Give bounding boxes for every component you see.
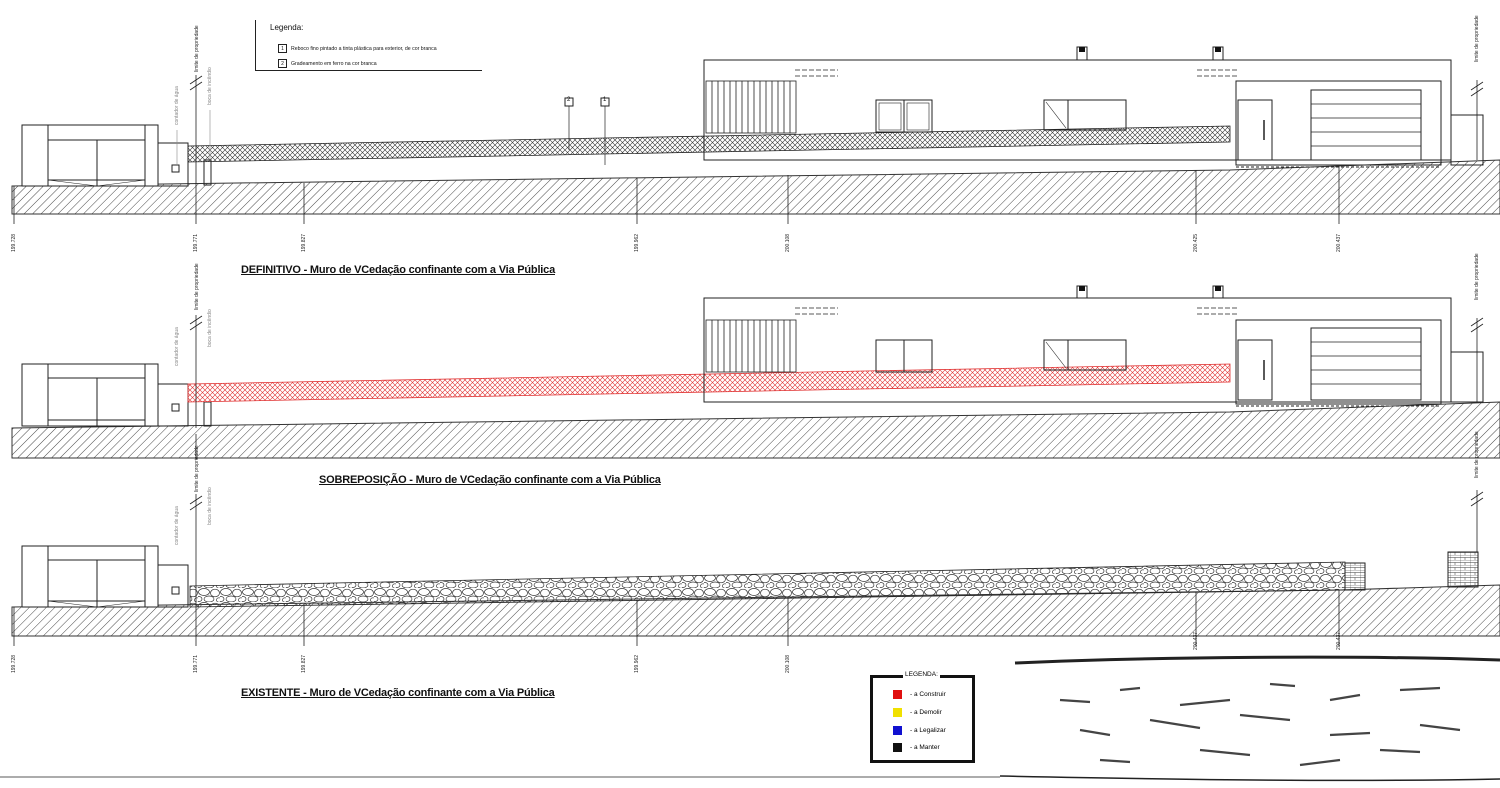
legend-row-2: 2 Gradeamento em ferro na cor branca — [278, 59, 377, 68]
level-top-4: 200.108 — [785, 233, 791, 252]
label-limite-mid-left: limite de propriedade — [194, 263, 200, 310]
legend-materials: Legenda: 1 Reboco fino pintado a tinta p… — [255, 20, 482, 71]
ground-hatch — [11, 159, 1500, 215]
legend-item-demolir: - a Demolir — [893, 708, 942, 717]
garage-door — [1310, 89, 1422, 161]
garage-door — [1310, 327, 1422, 401]
elevation-existente — [11, 490, 1500, 646]
wall-hatch-new — [187, 363, 1231, 403]
label-boca-bot: boca de incêndio — [207, 487, 213, 525]
caption-sobreposicao: SOBREPOSIÇÃO - Muro de VCedação confinan… — [319, 474, 661, 486]
legend-row-1: 1 Reboco fino pintado a tinta plástica p… — [278, 44, 437, 53]
legend-colors: LEGENDA: - a Construir - a Demolir - a L… — [870, 671, 975, 763]
legend-item-legalizar: - a Legalizar — [893, 726, 946, 735]
swatch-blue — [893, 726, 902, 735]
level-bot-0: 199.728 — [11, 654, 17, 673]
caption-existente: EXISTENTE - Muro de VCedação confinante … — [241, 687, 555, 699]
label-boca-mid: boca de incêndio — [207, 309, 213, 347]
level-top-0: 199.728 — [11, 233, 17, 252]
label-limite-bot-right: limite de propriedade — [1474, 431, 1480, 478]
swatch-yellow — [893, 708, 902, 717]
gate-left — [21, 545, 159, 608]
wall-hatch — [187, 125, 1231, 163]
signature-stamp — [999, 655, 1500, 782]
callout-1: 1 — [603, 97, 607, 103]
ground-hatch — [11, 401, 1500, 459]
legend-item-manter: - a Manter — [893, 743, 940, 752]
label-contador-top: contador de água — [174, 86, 180, 125]
level-top-3: 199.962 — [634, 233, 640, 252]
label-limite-top-left: limite de propriedade — [194, 25, 200, 72]
legend-item-construir: - a Construir — [893, 690, 946, 699]
legend-colors-title: LEGENDA: — [903, 671, 940, 678]
level-bot-6: 200.437 — [1336, 631, 1342, 650]
brick-pillar-right — [1447, 551, 1479, 588]
elevation-definitivo — [11, 46, 1500, 224]
gate-left — [21, 124, 159, 187]
label-limite-mid-right: limite de propriedade — [1474, 253, 1480, 300]
label-limite-bot-left: limite de propriedade — [194, 445, 200, 492]
label-contador-mid: contador de água — [174, 327, 180, 366]
label-limite-top-right: limite de propriedade — [1474, 15, 1480, 62]
level-bot-2: 199.827 — [301, 654, 307, 673]
gate-left — [21, 363, 159, 427]
legend-title: Legenda: — [270, 23, 304, 32]
label-boca-top: boca de incêndio — [207, 67, 213, 105]
level-bot-1: 199.771 — [193, 654, 199, 673]
level-top-5: 200.425 — [1193, 233, 1199, 252]
level-bot-5: 200.437 — [1193, 631, 1199, 650]
elevation-sobreposicao — [11, 285, 1500, 460]
swatch-black — [893, 743, 902, 752]
caption-definitivo: DEFINITIVO - Muro de VCedação confinante… — [241, 264, 555, 276]
level-top-6: 200.437 — [1336, 233, 1342, 252]
level-top-2: 199.827 — [301, 233, 307, 252]
level-bot-4: 200.108 — [785, 654, 791, 673]
level-bot-3: 199.962 — [634, 654, 640, 673]
level-top-1: 199.771 — [193, 233, 199, 252]
brick-pillar — [1344, 562, 1366, 591]
callout-2: 2 — [567, 97, 571, 103]
label-contador-bot: contador de água — [174, 506, 180, 545]
swatch-red — [893, 690, 902, 699]
